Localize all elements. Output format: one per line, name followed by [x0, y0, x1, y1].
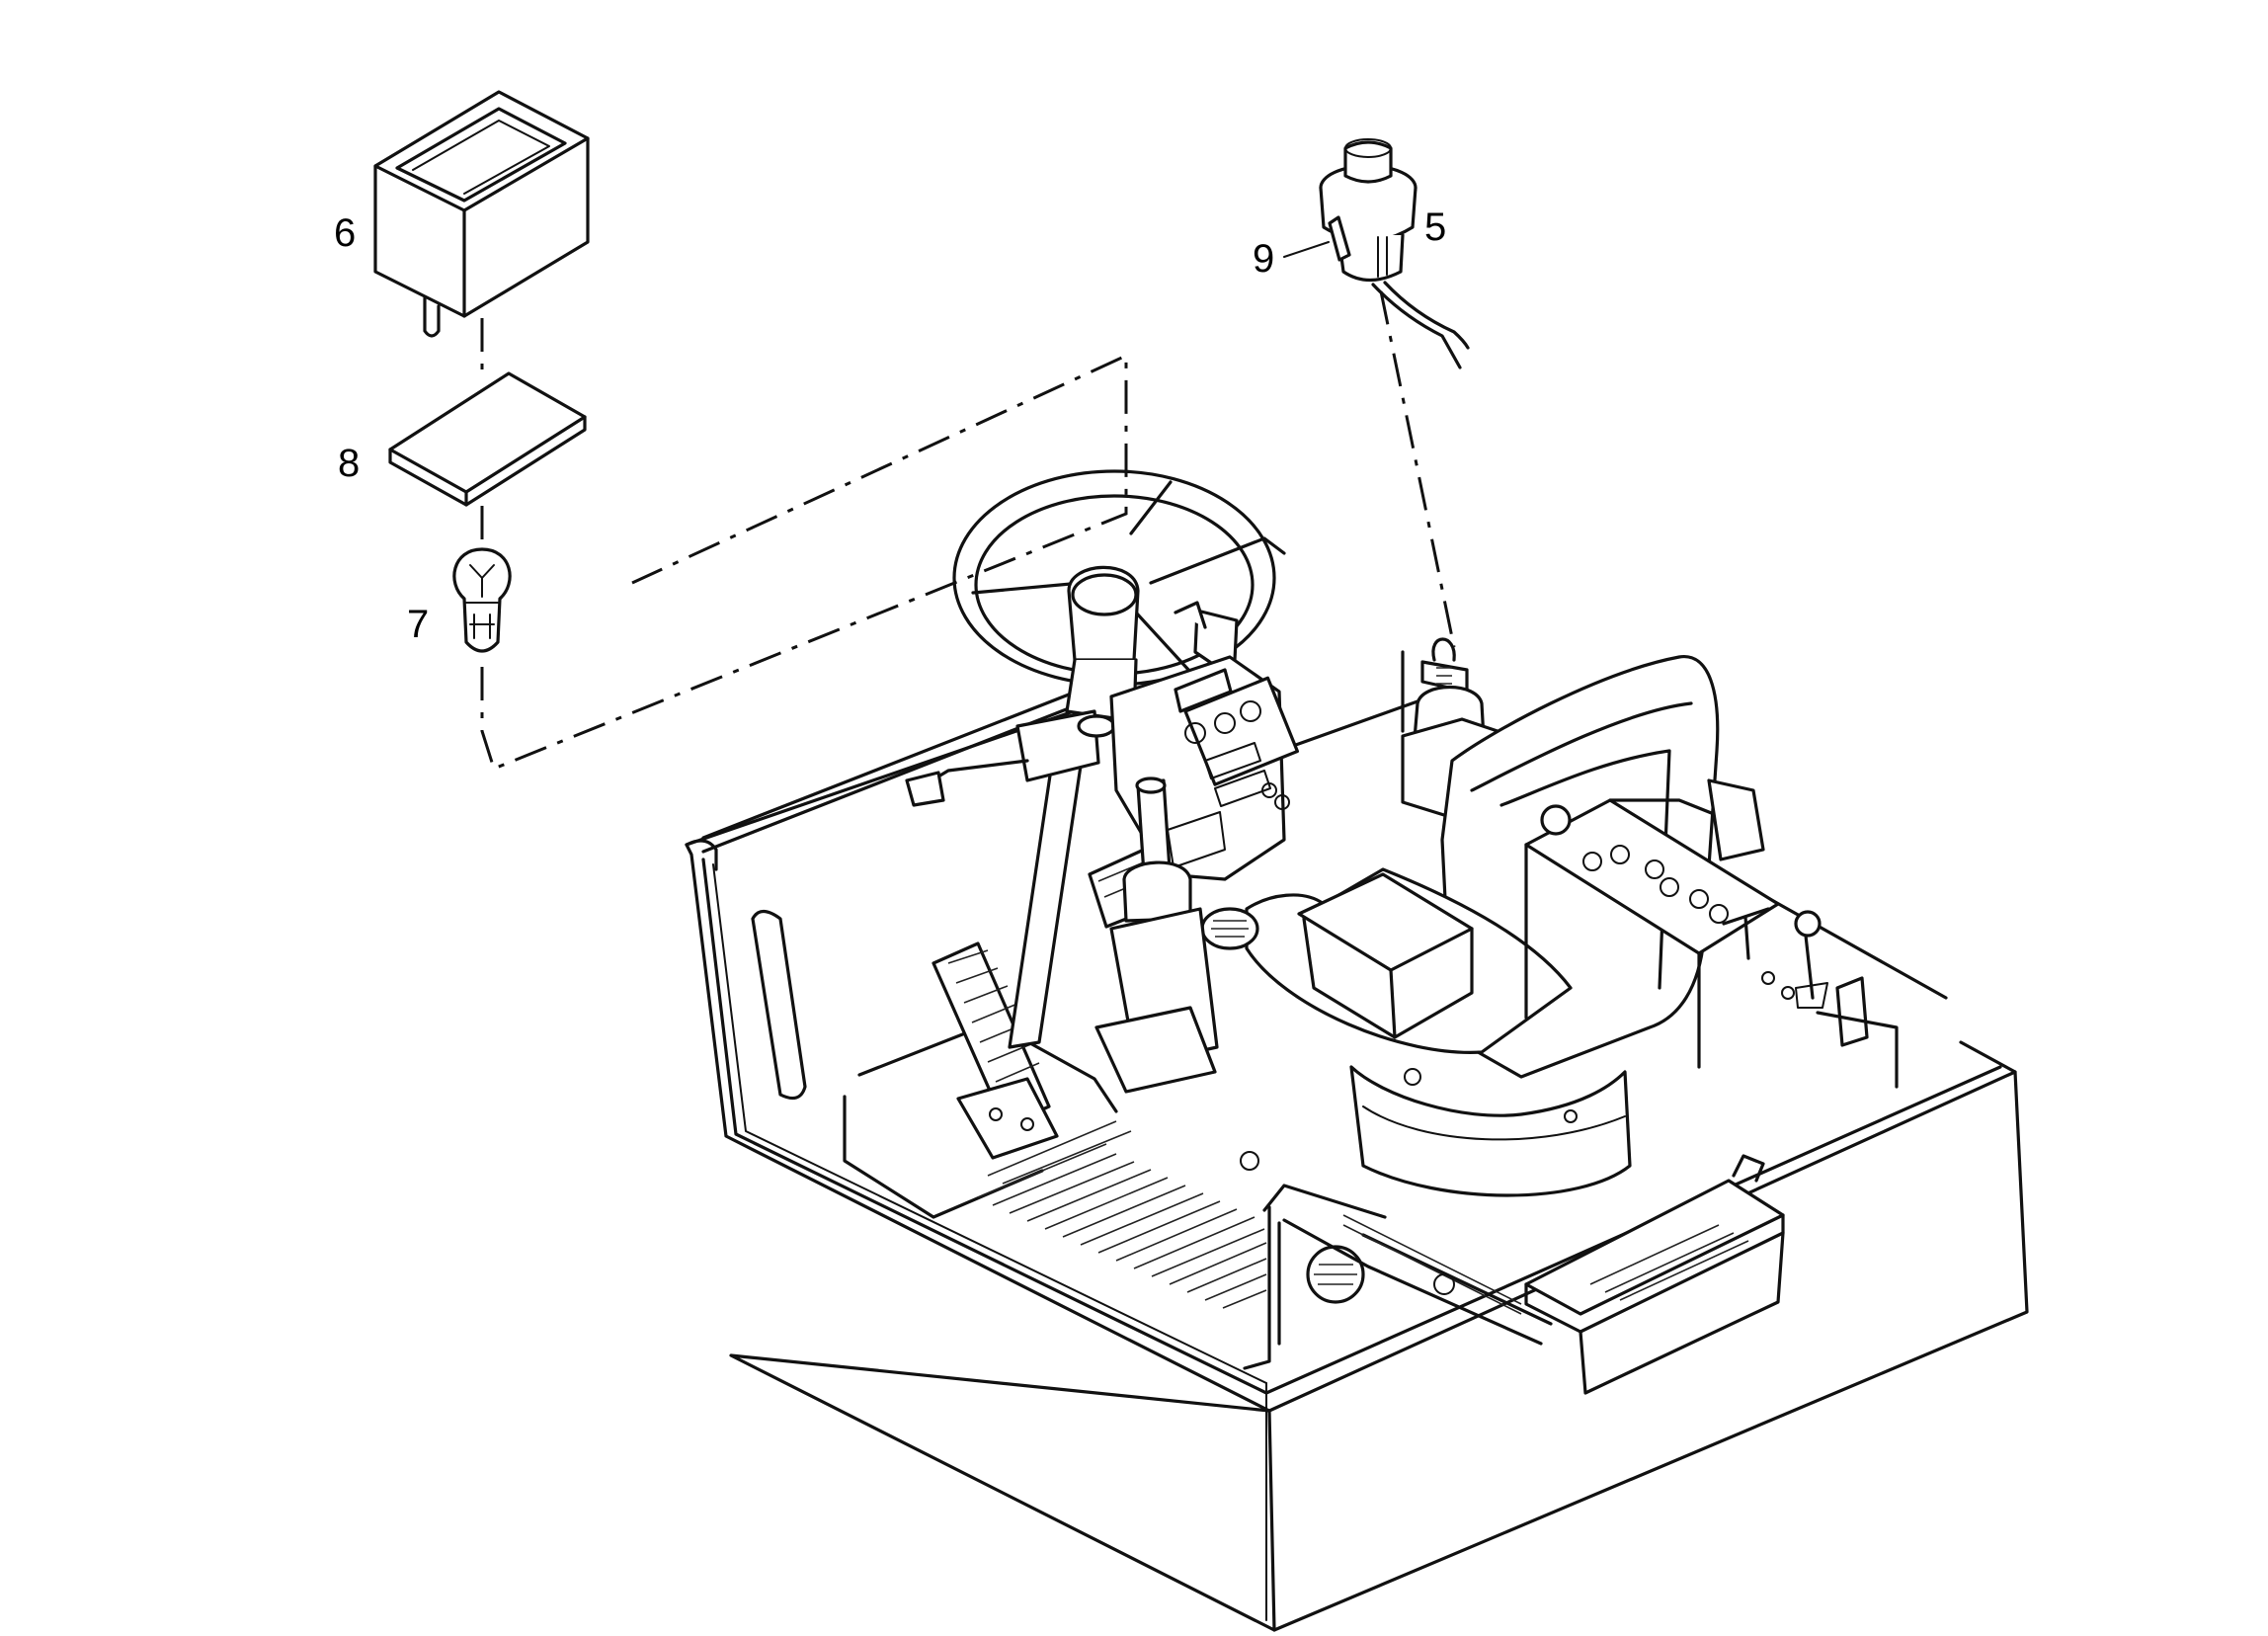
storage-compartment	[1240, 1151, 1785, 1395]
callout-7: 7	[407, 603, 429, 646]
operator-seat	[1200, 655, 1720, 1197]
right-control-panel	[1524, 778, 1899, 1089]
leader-dash-switch	[1379, 290, 1456, 648]
lens-plate-icon	[388, 371, 587, 507]
control-lever	[1094, 777, 1219, 1094]
callout-8: 8	[338, 442, 360, 485]
push-switch-icon	[1319, 138, 1418, 282]
steering-column	[905, 709, 1116, 1049]
callout-6: 6	[334, 211, 356, 255]
assembly-leader-lamp	[480, 353, 1128, 771]
callout-5: 5	[1424, 205, 1446, 249]
callout-9: 9	[1253, 237, 1274, 281]
lamp-housing-icon	[373, 90, 590, 338]
callout-9-leader	[1283, 241, 1330, 258]
cab-floor	[843, 1021, 1387, 1370]
bulb-icon	[452, 547, 512, 653]
cab-body	[685, 650, 2029, 1632]
